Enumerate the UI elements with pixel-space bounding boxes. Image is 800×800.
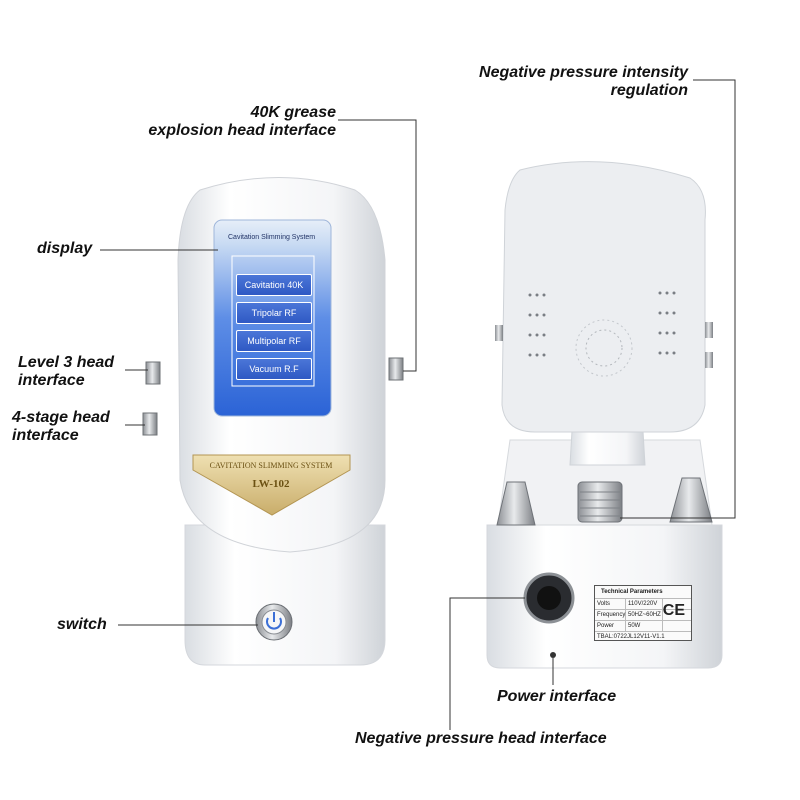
regulation-knob [577, 481, 623, 523]
label-level3-line1: Level 3 head [18, 354, 115, 371]
stage4-port [142, 412, 158, 436]
label-neg-regulation-line2: regulation [610, 82, 688, 99]
tech-value: 110V/220V [626, 599, 663, 609]
front-device [142, 177, 404, 666]
tech-code: TBAL:0722JL12V11-V1.1 [595, 631, 691, 642]
screen-button-multipolar[interactable]: Multipolar RF [236, 330, 312, 352]
label-grease-head: 40K grease explosion head interface [110, 104, 336, 140]
leader-lines [100, 79, 736, 730]
screen-title: Cavitation Slimming System [228, 234, 316, 241]
screen-button-cavitation[interactable]: Cavitation 40K [236, 274, 312, 296]
screen-button-vacuum[interactable]: Vacuum R.F [236, 358, 312, 380]
front-device-base [184, 524, 386, 666]
badge-line2: LW-102 [252, 478, 290, 490]
tech-key: Power [595, 621, 626, 631]
label-stage4-line1: 4-stage head [12, 409, 110, 426]
label-power-interface: Power interface [497, 688, 617, 705]
label-neg-regulation-line1: Negative pressure intensity [479, 64, 688, 81]
speaker-grille [575, 319, 633, 377]
screen-button-tripolar[interactable]: Tripolar RF [236, 302, 312, 324]
badge-line1: CAVITATION SLIMMING SYSTEM [209, 461, 333, 470]
level3-port [145, 361, 161, 385]
label-level3: Level 3 head interface [18, 354, 114, 390]
tech-value: 50W [626, 621, 663, 631]
label-stage4: 4-stage head interface [12, 409, 110, 445]
left-cone [496, 481, 536, 526]
label-grease-head-line2: explosion head interface [148, 122, 336, 139]
power-jack [550, 652, 556, 658]
label-stage4-line2: interface [12, 427, 79, 444]
model-badge [192, 454, 351, 516]
label-display: display [37, 240, 93, 257]
tech-key: Volts [595, 599, 626, 609]
grease-head-port [388, 357, 404, 381]
ce-mark: CE [662, 602, 685, 619]
tech-title: Technical Parameters [601, 589, 663, 595]
right-cone [669, 477, 713, 523]
label-level3-line2: interface [18, 372, 85, 389]
label-neg-regulation: Negative pressure intensity regulation [420, 64, 688, 100]
back-head [501, 161, 706, 433]
label-grease-head-line1: 40K grease [250, 104, 336, 121]
tech-key: Frequency [597, 610, 626, 620]
label-switch: switch [57, 616, 107, 633]
label-neg-head-interface: Negative pressure head interface [355, 730, 607, 747]
tech-value: 50HZ~60HZ [626, 610, 663, 620]
